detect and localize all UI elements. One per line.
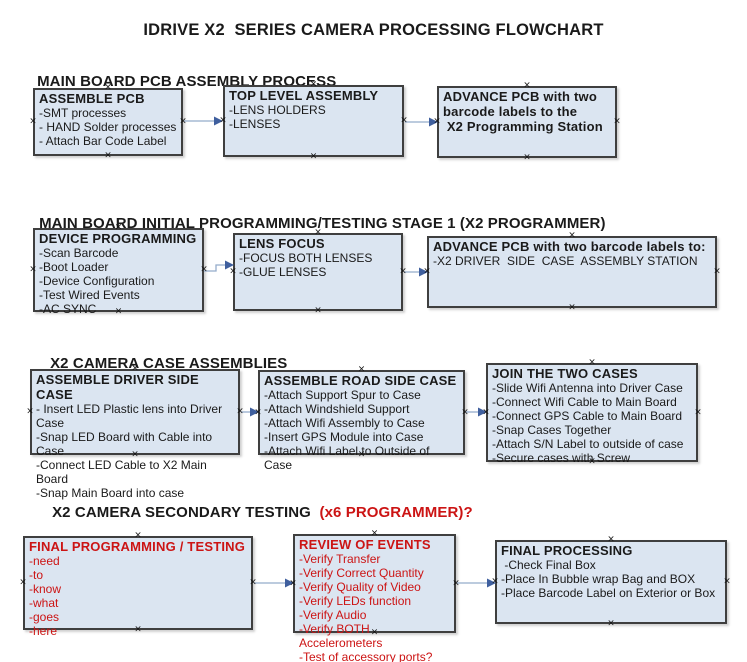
box-title: FINAL PROCESSING — [501, 543, 633, 558]
box-line: -Check Final Box — [501, 558, 596, 572]
section-heading-case-assemblies: X2 CAMERA CASE ASSEMBLIES — [33, 338, 287, 389]
box-line: -Snap Main Board into case — [36, 486, 185, 500]
box-title: ADVANCE PCB with two barcode labels to t… — [443, 89, 603, 134]
section-heading-text: X2 CAMERA SECONDARY TESTING — [52, 504, 316, 521]
page-title: IDRIVE X2 SERIES CAMERA PROCESSING FLOWC… — [143, 21, 604, 39]
flow-box-device-programming[interactable]: DEVICE PROGRAMMING -Scan Barcode -Boot L… — [33, 228, 204, 316]
box-line: -Connect GPS Cable to Main Board — [492, 409, 683, 423]
box-title: ASSEMBLE DRIVER SIDE CASE — [36, 372, 203, 402]
connector-arrow[interactable] — [457, 578, 496, 588]
box-title: ASSEMBLE ROAD SIDE CASE — [264, 373, 457, 388]
box-title: ADVANCE PCB with two barcode labels to: — [433, 239, 706, 254]
flow-box-assemble-driver-side-case[interactable]: ASSEMBLE DRIVER SIDE CASE - Insert LED P… — [30, 369, 240, 500]
box-line: -Connect Wifi Cable to Main Board — [492, 395, 677, 409]
section-heading-red-text: (x6 PROGRAMMER)? — [315, 504, 473, 521]
box-line: -LENS HOLDERS — [229, 103, 326, 117]
box-line: -SMT processes — [39, 106, 127, 120]
box-line: -Verify LEDs function — [299, 594, 412, 608]
box-line: -Attach Windshield Support — [264, 402, 410, 416]
section-heading-secondary-testing: X2 CAMERA SECONDARY TESTING (x6 PROGRAMM… — [35, 487, 473, 538]
box-title: DEVICE PROGRAMMING — [39, 231, 197, 246]
box-line: -Snap Cases Together — [492, 423, 612, 437]
box-line: - Insert LED Plastic lens into Driver Ca… — [36, 402, 226, 430]
box-line: -X2 DRIVER SIDE CASE ASSEMBLY STATION — [433, 254, 698, 268]
flow-box-advance-pcb-programming-station[interactable]: ADVANCE PCB with two barcode labels to t… — [437, 86, 617, 158]
box-line: -Boot Loader — [39, 260, 109, 274]
flow-box-join-the-two-cases[interactable]: JOIN THE TWO CASES -Slide Wifi Antenna i… — [486, 363, 698, 465]
connector-arrow[interactable] — [466, 407, 487, 417]
box-line: -FOCUS BOTH LENSES — [239, 251, 373, 265]
box-line: -Slide Wifi Antenna into Driver Case — [492, 381, 683, 395]
box-line: -Verify Correct Quantity — [299, 566, 424, 580]
connector-arrow[interactable] — [404, 267, 428, 277]
box-line: -LENSES — [229, 117, 281, 131]
box-line: -to — [29, 568, 44, 582]
connector-arrow[interactable] — [241, 407, 259, 417]
flow-box-assemble-pcb[interactable]: ASSEMBLE PCB -SMT processes - HAND Solde… — [33, 88, 183, 156]
box-line: - HAND Solder processes — [39, 120, 177, 134]
box-line: -Connect LED Cable to X2 Main Board — [36, 458, 211, 486]
box-line: -Device Configuration — [39, 274, 155, 288]
section-heading-text: MAIN BOARD INITIAL PROGRAMMING/TESTING S… — [39, 215, 606, 232]
flow-box-advance-pcb-driver-side[interactable]: ADVANCE PCB with two barcode labels to: … — [427, 236, 717, 308]
box-title: JOIN THE TWO CASES — [492, 366, 638, 381]
box-line: -what — [29, 596, 59, 610]
flow-box-lens-focus[interactable]: LENS FOCUS -FOCUS BOTH LENSES -GLUE LENS… — [233, 233, 403, 311]
box-line: -know — [29, 582, 62, 596]
box-line: - Attach Bar Code Label — [39, 134, 167, 148]
box-title: FINAL PROGRAMMING / TESTING — [29, 539, 246, 554]
box-line: -Verify Transfer — [299, 552, 381, 566]
connector-arrow[interactable] — [204, 260, 234, 272]
box-line: -need — [29, 554, 60, 568]
box-line: -AC SYNC — [39, 302, 97, 316]
flow-box-final-programming-testing[interactable]: FINAL PROGRAMMING / TESTING -need -to -k… — [23, 536, 253, 638]
flow-box-review-of-events[interactable]: REVIEW OF EVENTS -Verify Transfer -Verif… — [293, 534, 456, 662]
box-title: LENS FOCUS — [239, 236, 325, 251]
box-line: -Attach S/N Label to outside of case — [492, 437, 684, 451]
box-line: -Insert GPS Module into Case — [264, 430, 424, 444]
box-line: -Snap LED Board with Cable into Case — [36, 430, 216, 458]
box-line: -here — [29, 624, 58, 638]
box-line: -Attach Support Spur to Case — [264, 388, 421, 402]
box-line: -GLUE LENSES — [239, 265, 327, 279]
flow-box-assemble-road-side-case[interactable]: ASSEMBLE ROAD SIDE CASE -Attach Support … — [258, 370, 465, 472]
connector-arrow[interactable] — [184, 116, 223, 126]
box-line: -Place In Bubble wrap Bag and BOX — [501, 572, 696, 586]
box-line: -Place Barcode Label on Exterior or Box — [501, 586, 716, 600]
box-line: -goes — [29, 610, 60, 624]
box-line: -Verify Audio — [299, 608, 367, 622]
box-line: -Secure cases with Screw — [492, 451, 631, 465]
connector-arrow[interactable] — [405, 117, 438, 127]
flow-box-top-level-assembly[interactable]: TOP LEVEL ASSEMBLY -LENS HOLDERS -LENSES — [223, 85, 404, 157]
box-title: ASSEMBLE PCB — [39, 91, 145, 106]
flow-box-final-processing[interactable]: FINAL PROCESSING -Check Final Box -Place… — [495, 540, 727, 624]
section-heading-text: X2 CAMERA CASE ASSEMBLIES — [50, 355, 288, 372]
section-heading-initial-programming: MAIN BOARD INITIAL PROGRAMMING/TESTING S… — [22, 198, 606, 249]
box-line: -Verify BOTH Accelerometers — [299, 622, 383, 650]
box-title: TOP LEVEL ASSEMBLY — [229, 88, 379, 103]
box-line: -Test Wired Events — [39, 288, 140, 302]
box-line: -Attach Wifi Assembly to Case — [264, 416, 425, 430]
box-line: -Verify Quality of Video — [299, 580, 421, 594]
box-line: -Scan Barcode — [39, 246, 119, 260]
connector-arrow[interactable] — [254, 578, 294, 588]
box-line: -Test of accessory ports? — [299, 650, 433, 662]
box-title: REVIEW OF EVENTS — [299, 537, 431, 552]
box-line: -Attach Wifi Label to Outside of Case — [264, 444, 433, 472]
